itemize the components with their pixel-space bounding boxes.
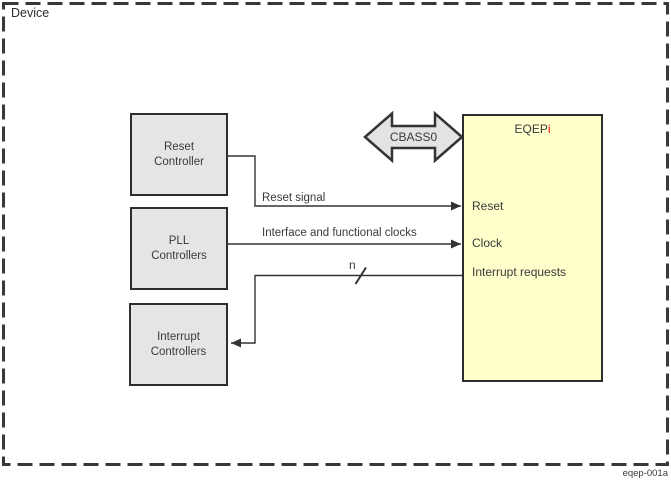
eqep-port-clock: Clock	[472, 236, 503, 250]
eqep-block	[462, 114, 603, 382]
pll-controllers-label-line1: PLL	[168, 234, 190, 247]
interrupt-controllers-block: Interrupt Controllers	[129, 303, 228, 386]
eqep-title: EQEPi	[462, 122, 603, 136]
device-label: Device	[11, 6, 50, 20]
reset-controller-label-line1: Reset	[163, 140, 195, 153]
interrupt-bus-width-label: n	[349, 258, 356, 272]
eqep-title-instance-suffix: i	[547, 122, 551, 136]
reset-signal-line	[228, 155, 461, 211]
interrupt-controllers-label-line1: Interrupt	[157, 330, 200, 343]
reset-controller-block: Reset Controller	[130, 113, 228, 196]
reset-controller-label-line2: Controller	[154, 155, 204, 168]
eqep-port-reset: Reset	[472, 199, 504, 213]
pll-controllers-block: PLL Controllers	[130, 207, 228, 290]
cbass0-bus-label: CBASS0	[389, 130, 438, 144]
device-boundary	[2, 2, 669, 466]
interrupt-line	[231, 274, 462, 348]
pll-controllers-label-line2: Controllers	[151, 249, 207, 262]
bus-width-slash	[354, 266, 367, 285]
reset-signal-label: Reset signal	[262, 192, 326, 204]
eqep-port-interrupt-requests: Interrupt requests	[472, 265, 567, 279]
clocks-signal-label: Interface and functional clocks	[262, 227, 417, 239]
eqep-title-prefix: EQEP	[514, 122, 548, 136]
figure-id: eqep-001a	[622, 468, 668, 479]
interrupt-controllers-label-line2: Controllers	[150, 345, 207, 358]
